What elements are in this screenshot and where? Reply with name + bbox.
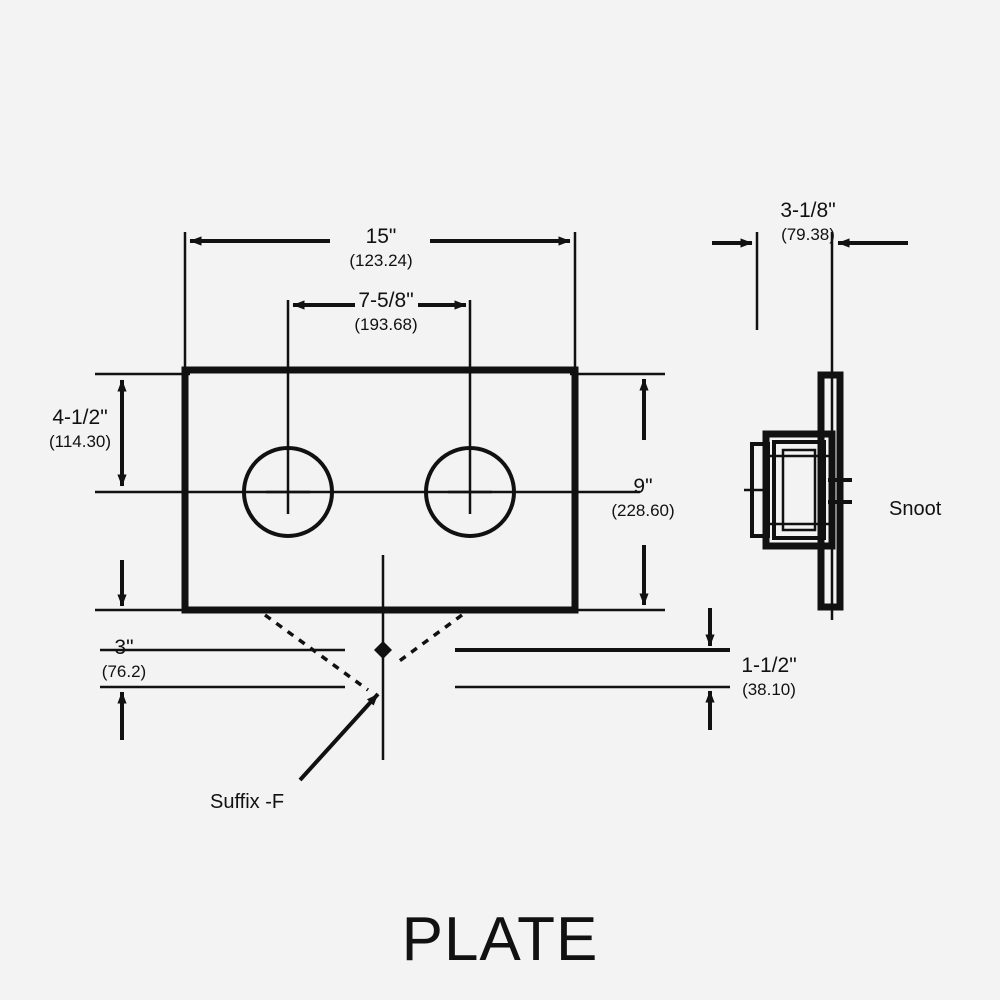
dim-depth-right-imperial: 1-1/2" [741,654,796,677]
dim-hole-from-top-metric: (114.30) [49,432,111,451]
dimension-height-overall: 9" (228.60) [570,372,675,612]
suffix-leader-line [298,692,380,782]
center-diamond-marker [374,641,392,659]
suffix-callout-group: Suffix -F [210,692,380,813]
snoot-inner-body [781,448,817,532]
front-view-group [95,300,640,760]
dimension-depth-left: 3" (76.2) [102,636,146,740]
side-plate-edge [817,371,844,611]
side-view-group [744,300,852,620]
dimension-hole-spacing: 7-5/8" (193.68) [292,289,467,334]
dim-depth-left-imperial: 3" [114,636,133,659]
dim-hole-from-top-imperial: 4-1/2" [52,406,107,429]
dim-depth-left-metric: (76.2) [102,662,146,681]
drawing-title: PLATE [402,905,599,974]
dim-snoot-depth-metric: (79.38) [781,225,835,244]
snoot-mid-body [772,440,826,540]
dim-width-imperial: 15" [366,225,397,248]
dimension-snoot-depth: 3-1/8" (79.38) [712,199,908,330]
dim-depth-right-metric: (38.10) [742,680,796,699]
dimension-width-overall: 15" (123.24) [183,225,577,375]
plate-outline-rect [181,366,579,614]
dim-hole-spacing-imperial: 7-5/8" [358,289,413,312]
dim-width-metric: (123.24) [349,251,412,270]
dim-height-metric: (228.60) [611,501,674,520]
snoot-label: Snoot [889,498,942,520]
suffix-label: Suffix -F [210,791,284,813]
dim-hole-spacing-metric: (193.68) [354,315,417,334]
dim-height-imperial: 9" [633,475,652,498]
bottom-projection-group [100,613,730,692]
dimension-depth-right: 1-1/2" (38.10) [705,608,797,730]
dim-snoot-depth-imperial: 3-1/8" [780,199,835,222]
dimension-hole-from-top: 4-1/2" (114.30) [49,372,190,612]
